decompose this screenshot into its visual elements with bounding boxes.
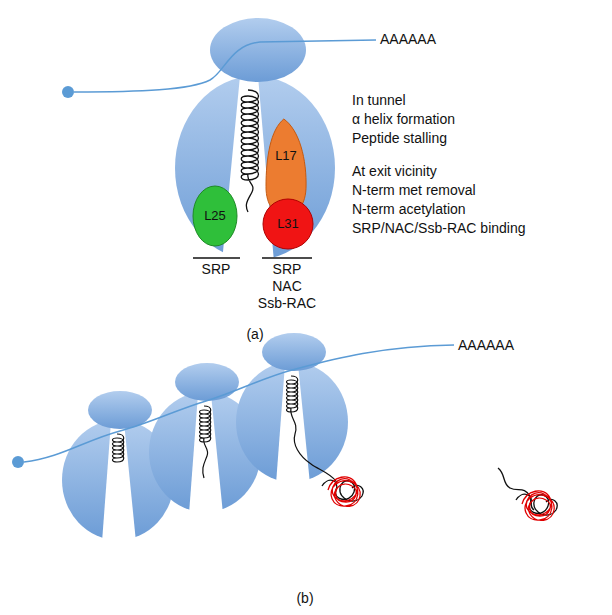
mrna <box>74 40 376 92</box>
folding-domain <box>322 477 363 507</box>
factor-name-box: NAC <box>272 278 302 295</box>
bracket-bar <box>193 257 240 259</box>
annotation-box: Peptide stalling <box>352 130 447 147</box>
nascent-peptide <box>287 376 338 482</box>
panel-label-box: (a) <box>246 326 263 343</box>
protein-l31: L31 <box>262 198 314 250</box>
exit-tunnel <box>189 394 223 514</box>
small-subunit <box>262 333 326 371</box>
annotation: Peptide stalling <box>352 130 447 147</box>
poly-a-tail: AAAAAA <box>458 337 514 354</box>
annotation-heading-box: In tunnel <box>352 92 406 109</box>
node-label: L31 <box>277 216 299 231</box>
annotation-box: N-term met removal <box>352 182 476 199</box>
panel-label: (a) <box>246 326 263 343</box>
factor-name: NAC <box>272 278 302 295</box>
nascent-peptide <box>200 406 211 478</box>
protein-l25-outline <box>193 186 237 246</box>
bracket-bar <box>262 257 312 259</box>
panel-label: (b) <box>296 590 313 607</box>
poly-a-tail: AAAAAA <box>380 31 436 48</box>
annotation-heading: At exit vicinity <box>352 163 437 180</box>
annotation-box: N-term acetylation <box>352 201 466 218</box>
annotation: α helix formation <box>352 111 455 128</box>
exit-tunnel <box>276 364 310 484</box>
node-label: L25 <box>204 208 226 223</box>
released-protein <box>516 491 557 521</box>
folded-domain <box>522 491 554 521</box>
annotation: N-term met removal <box>352 182 476 199</box>
factor-name-box: Ssb-RAC <box>258 295 316 312</box>
mrna-cap <box>12 456 24 468</box>
nascent-peptide <box>241 90 258 212</box>
poly-a-tail-box: AAAAAA <box>458 337 514 354</box>
mrna <box>24 345 454 462</box>
folded-domain <box>328 477 360 507</box>
poly-a-tail-box: AAAAAA <box>380 31 436 48</box>
factor-name: SRP <box>273 261 302 278</box>
factor-name: Ssb-RAC <box>258 295 316 312</box>
annotation-box: α helix formation <box>352 111 455 128</box>
annotation-heading-box: At exit vicinity <box>352 163 437 180</box>
factor-name: SRP <box>202 261 231 278</box>
released-peptide <box>498 468 534 510</box>
exit-tunnel <box>102 422 136 542</box>
annotation-box: SRP/NAC/Ssb-RAC binding <box>352 220 526 237</box>
ribosome-a <box>62 18 376 262</box>
mrna-cap <box>62 86 74 98</box>
panel-label-box: (b) <box>296 590 313 607</box>
small-subunit <box>175 363 239 401</box>
annotation-heading: In tunnel <box>352 92 406 109</box>
nascent-peptide <box>113 434 124 462</box>
factor-name-box: SRP <box>273 261 302 278</box>
node-label: L17 <box>275 148 297 163</box>
protein-l25: L25 <box>192 185 238 247</box>
annotation: SRP/NAC/Ssb-RAC binding <box>352 220 526 237</box>
factor-name-box: SRP <box>202 261 231 278</box>
annotation: N-term acetylation <box>352 201 466 218</box>
protein-l31-outline <box>263 199 313 249</box>
small-subunit <box>210 18 306 82</box>
ribosome-b3 <box>236 333 363 506</box>
